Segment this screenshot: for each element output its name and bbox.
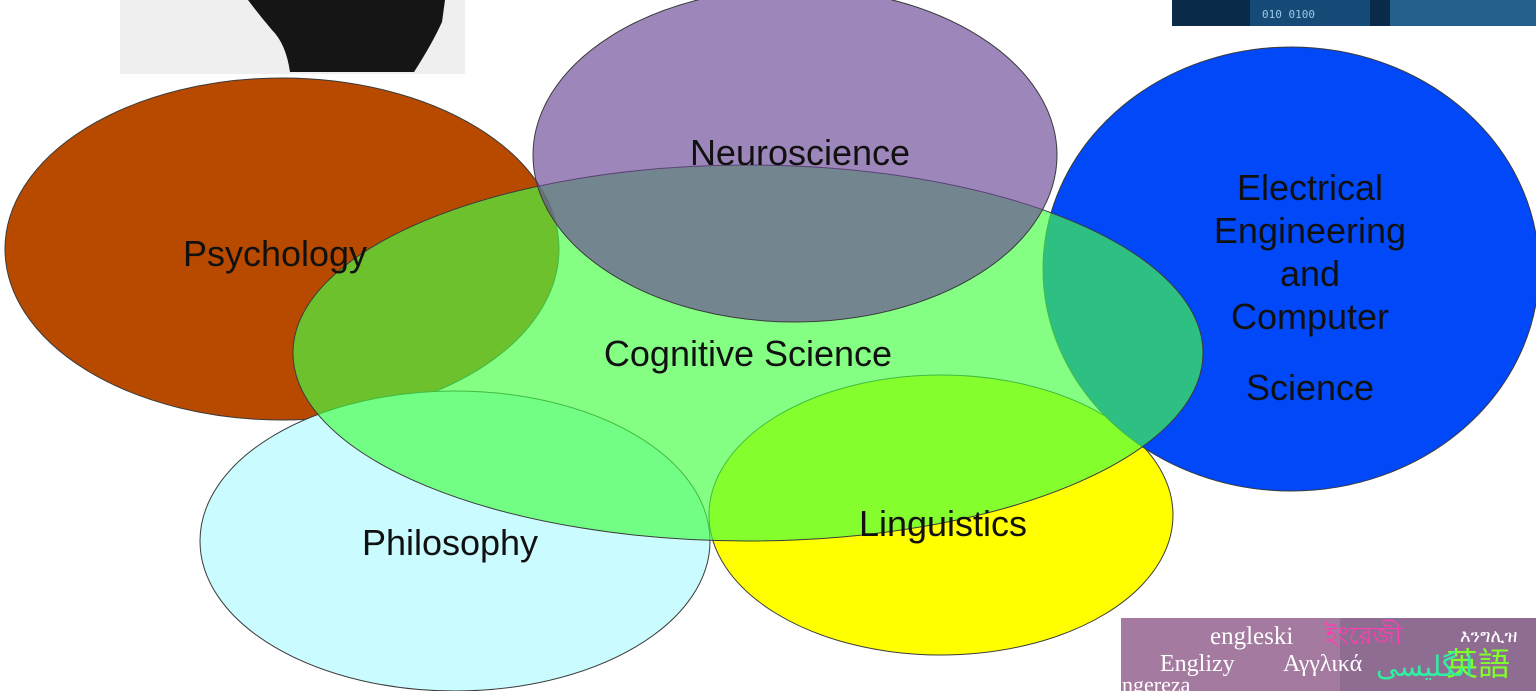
lang-word-2: እንግሊዝ [1460,626,1517,647]
eecs-label-line-5: Science [1246,367,1374,408]
lang-word-4: Αγγλικά [1283,651,1363,677]
psychology-label: Psychology [183,233,367,274]
lang-word-1: ইংরেজী [1324,620,1403,650]
lang-word-3: Englizy [1160,651,1235,677]
bottom-right-image: engleski ইংরেজী እንግሊዝ Englizy Αγγλικά 英語… [1121,618,1536,691]
linguistics-label: Linguistics [859,503,1027,544]
cognitive-science-label: Cognitive Science [604,333,892,374]
eecs-label-line-3: and [1280,253,1340,294]
lang-word-0: engleski [1210,623,1293,650]
top-right-image: 010 0100 [1172,0,1536,26]
neuroscience-circle [532,0,1058,323]
lang-word-6: انگلیسی [1376,650,1473,683]
top-left-image [120,0,465,74]
binary-code-text: 010 0100 [1262,8,1315,21]
eecs-label-line-4: Computer [1231,296,1389,337]
eecs-label: Electrical Engineering and Computer Scie… [1214,167,1406,408]
neuroscience-label: Neuroscience [690,132,910,173]
philosophy-label: Philosophy [362,522,538,563]
eecs-label-line-2: Engineering [1214,210,1406,251]
lang-word-5: 英語 [1446,645,1510,683]
eecs-label-line-1: Electrical [1237,167,1383,208]
lang-word-7: ngereza [1122,672,1191,691]
